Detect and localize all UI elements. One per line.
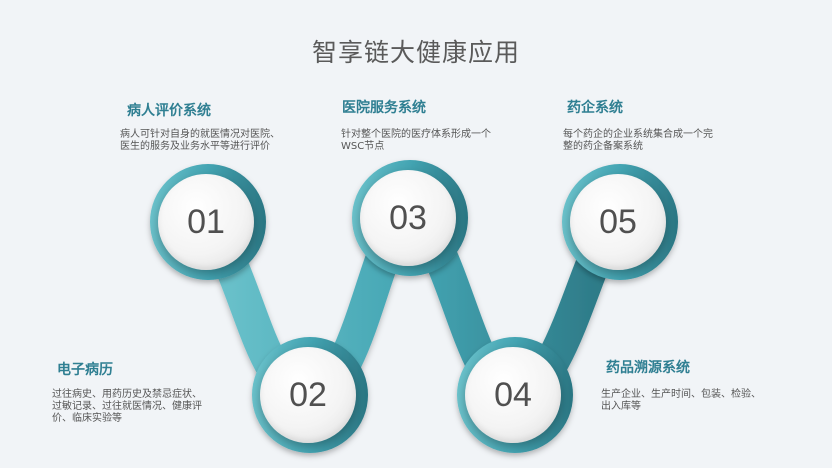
item-05-desc-line2: 整的药企备案系统 bbox=[563, 141, 643, 152]
item-01-desc-line1: 病人可针对自身的就医情况对医院、 bbox=[120, 129, 280, 140]
item-03-title: 医院服务系统 bbox=[342, 100, 426, 116]
item-02-desc-line2: 过敏记录、过往就医情况、健康评 bbox=[52, 401, 202, 412]
item-03-desc-line1: 针对整个医院的医疗体系形成一个 bbox=[341, 129, 491, 140]
item-03-desc-line2: WSC节点 bbox=[341, 141, 385, 152]
item-05-desc-line1: 每个药企的企业系统集合成一个完 bbox=[563, 129, 713, 140]
node-05-circle: 05 bbox=[570, 174, 666, 270]
item-02-desc-line1: 过往病史、用药历史及禁忌症状、 bbox=[52, 389, 202, 400]
item-04-desc-line2: 出入库等 bbox=[601, 401, 641, 412]
node-01-circle: 01 bbox=[158, 174, 254, 270]
node-03-circle: 03 bbox=[360, 170, 456, 266]
node-02-circle: 02 bbox=[260, 347, 356, 443]
item-04-desc-line1: 生产企业、生产时间、包装、检验、 bbox=[601, 389, 761, 400]
item-05-title: 药企系统 bbox=[567, 100, 623, 116]
item-04-title: 药品溯源系统 bbox=[606, 360, 690, 376]
item-01-desc-line2: 医生的服务及业务水平等进行评价 bbox=[120, 141, 270, 152]
page-title: 智享链大健康应用 bbox=[311, 38, 520, 67]
item-01-title: 病人评价系统 bbox=[127, 103, 211, 119]
node-04-circle: 04 bbox=[465, 347, 561, 443]
item-02-title: 电子病历 bbox=[57, 362, 113, 378]
item-02-desc-line3: 价、临床实验等 bbox=[52, 413, 122, 424]
